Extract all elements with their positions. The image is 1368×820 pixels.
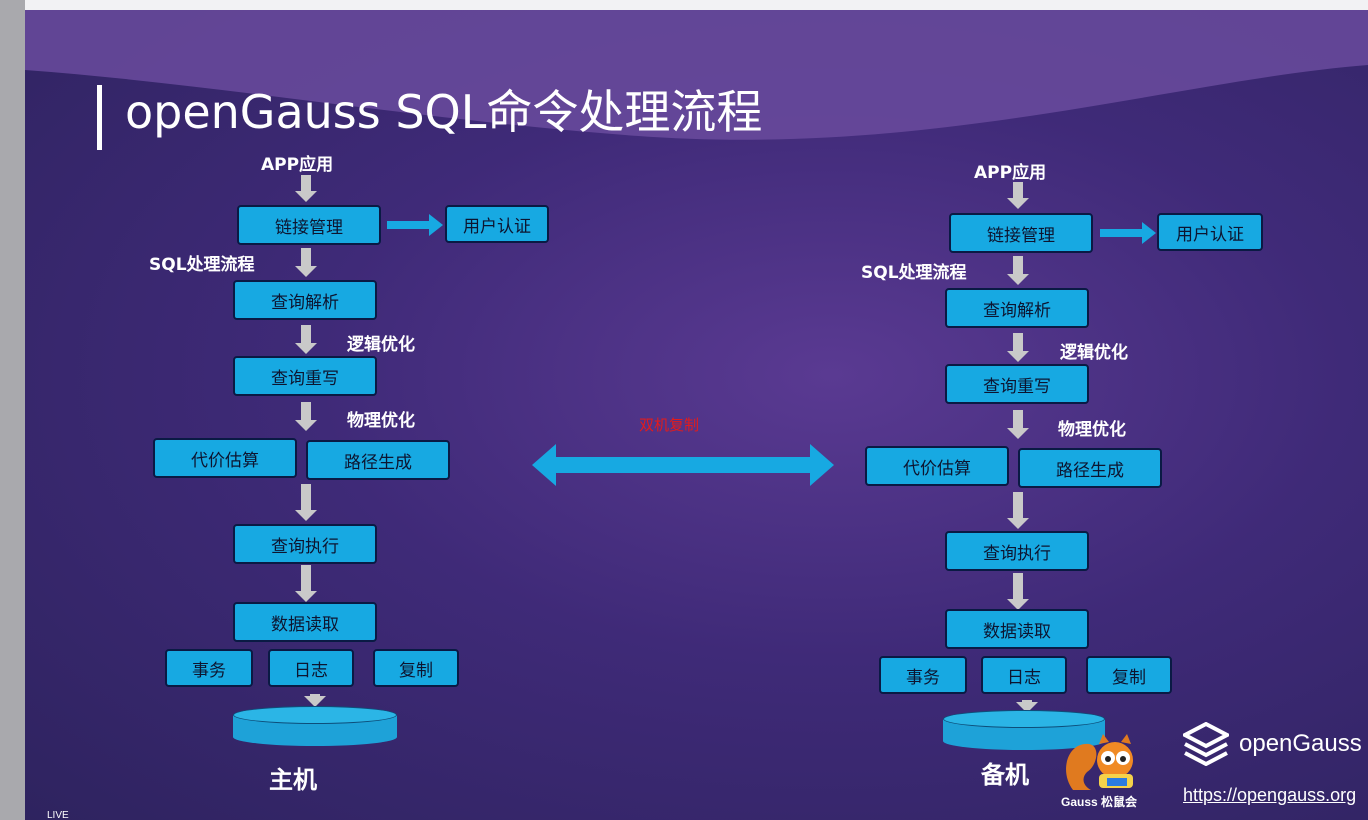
standby-parse-box: 查询解析 — [945, 288, 1089, 328]
standby-logic-label: 逻辑优化 — [1060, 343, 1128, 363]
primary-path-box: 路径生成 — [306, 440, 450, 480]
standby-sql-label: SQL处理流程 — [861, 263, 967, 283]
standby-phys-label: 物理优化 — [1058, 420, 1126, 440]
standby-exec-box: 查询执行 — [945, 531, 1089, 571]
primary-parse-box: 查询解析 — [233, 280, 377, 320]
primary-sql-label: SQL处理流程 — [149, 255, 255, 275]
primary-conn-box: 链接管理 — [237, 205, 381, 245]
squirrel-mascot-icon — [1066, 734, 1133, 790]
opengauss-url-link[interactable]: https://opengauss.org — [1183, 785, 1357, 805]
primary-read-box: 数据读取 — [233, 602, 377, 642]
primary-txn-box: 事务 — [165, 649, 253, 687]
standby-host-label: 备机 — [981, 760, 1029, 789]
primary-phys-label: 物理优化 — [347, 411, 415, 431]
top-window-bar — [25, 0, 1368, 10]
standby-read-box: 数据读取 — [945, 609, 1089, 649]
primary-rewrite-box: 查询重写 — [233, 356, 377, 396]
primary-repl-box: 复制 — [373, 649, 459, 687]
standby-database-icon — [943, 710, 1105, 750]
primary-cost-box: 代价估算 — [153, 438, 297, 478]
standby-log-box: 日志 — [981, 656, 1067, 694]
opengauss-logo-text: openGauss — [1239, 730, 1362, 757]
slide-title: openGauss SQL命令处理流程 — [125, 85, 763, 139]
corner-text: LIVE — [47, 810, 69, 820]
standby-rewrite-box: 查询重写 — [945, 364, 1089, 404]
left-window-edge — [0, 0, 25, 820]
standby-app-label: APP应用 — [974, 163, 1047, 183]
primary-logic-label: 逻辑优化 — [347, 335, 415, 355]
standby-txn-box: 事务 — [879, 656, 967, 694]
opengauss-logo-icon — [1183, 722, 1229, 766]
standby-auth-box: 用户认证 — [1157, 213, 1263, 251]
mascot-label: Gauss 松鼠会 — [1061, 795, 1138, 809]
primary-auth-box: 用户认证 — [445, 205, 549, 243]
primary-host-label: 主机 — [269, 765, 317, 794]
primary-exec-box: 查询执行 — [233, 524, 377, 564]
slide: openGauss SQL命令处理流程 APP应用 链接管理 用户认证 SQL处… — [25, 10, 1368, 820]
standby-cost-box: 代价估算 — [865, 446, 1009, 486]
primary-log-box: 日志 — [268, 649, 354, 687]
primary-app-label: APP应用 — [261, 155, 334, 175]
replication-double-arrow — [532, 444, 834, 486]
standby-conn-box: 链接管理 — [949, 213, 1093, 253]
standby-repl-box: 复制 — [1086, 656, 1172, 694]
header-wave — [25, 10, 1368, 140]
standby-path-box: 路径生成 — [1018, 448, 1162, 488]
primary-database-icon — [233, 706, 397, 746]
title-accent-bar — [97, 85, 102, 150]
replication-label: 双机复制 — [639, 416, 700, 434]
